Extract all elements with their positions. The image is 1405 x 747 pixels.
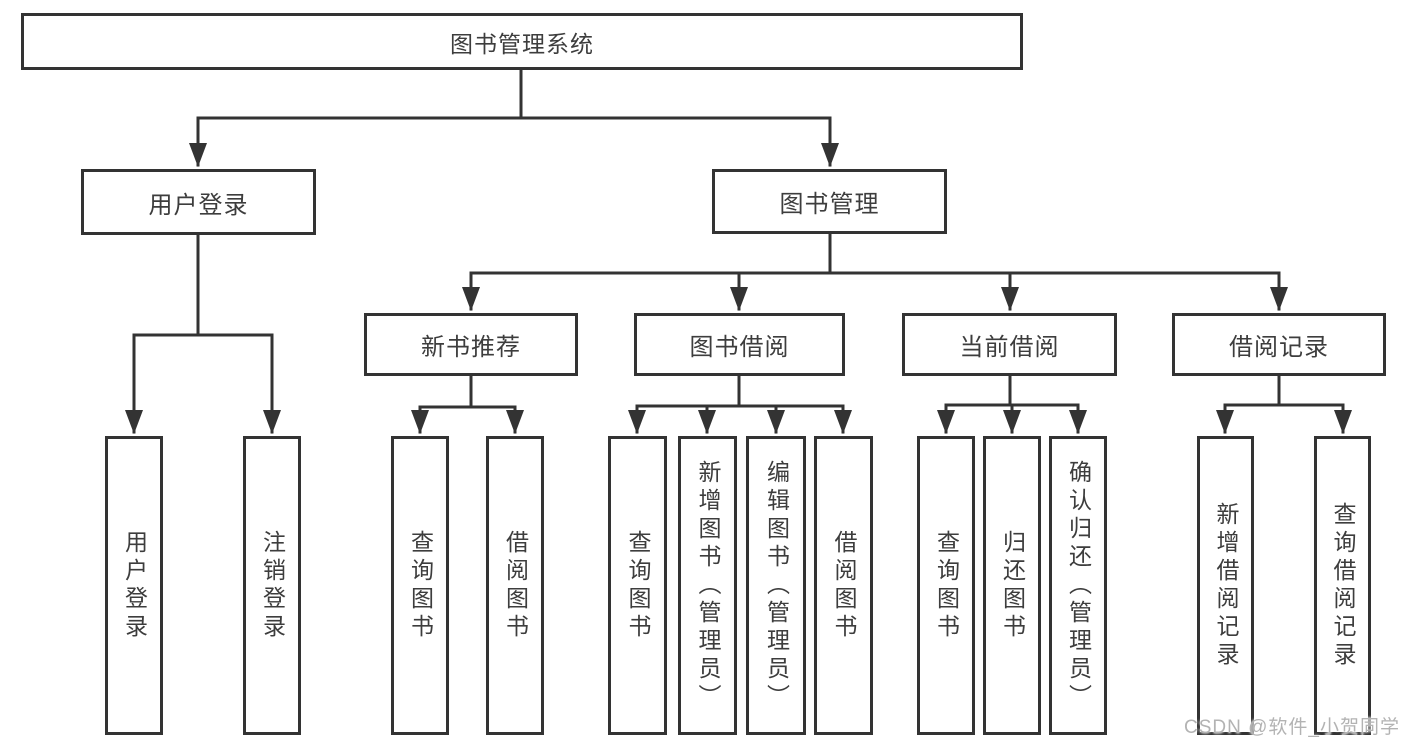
leaf-label: 新增图书（管理员） bbox=[695, 459, 721, 712]
leaf-add-books-admin: 新增图书（管理员） bbox=[678, 436, 737, 735]
node-label: 图书管理 bbox=[779, 191, 880, 218]
leaf-user-login: 用户登录 bbox=[105, 436, 163, 735]
leaf-label: 注销登录 bbox=[259, 529, 286, 642]
leaf-label: 借阅图书 bbox=[831, 529, 857, 642]
leaf-logout: 注销登录 bbox=[243, 436, 301, 735]
node-user-login: 用户登录 bbox=[81, 169, 316, 235]
leaf-confirm-return-admin: 确认归还（管理员） bbox=[1049, 436, 1107, 735]
leaf-query-borrow-record: 查询借阅记录 bbox=[1314, 436, 1371, 735]
node-label: 新书推荐 bbox=[421, 334, 521, 361]
leaf-add-borrow-record: 新增借阅记录 bbox=[1197, 436, 1254, 735]
node-label: 当前借阅 bbox=[959, 334, 1060, 361]
leaf-label: 编辑图书（管理员） bbox=[763, 459, 790, 712]
node-label: 图书管理系统 bbox=[450, 30, 594, 57]
node-label: 用户登录 bbox=[148, 191, 249, 219]
node-borrowing-records: 借阅记录 bbox=[1172, 313, 1386, 376]
leaf-label: 确认归还（管理员） bbox=[1065, 459, 1092, 712]
leaf-return-books: 归还图书 bbox=[983, 436, 1041, 735]
leaf-query-books: 查询图书 bbox=[917, 436, 975, 735]
leaf-label: 新增借阅记录 bbox=[1213, 501, 1239, 670]
leaf-edit-books-admin: 编辑图书（管理员） bbox=[746, 436, 806, 735]
leaf-borrow-books: 借阅图书 bbox=[486, 436, 544, 735]
node-label: 借阅记录 bbox=[1229, 334, 1329, 361]
node-current-borrowing: 当前借阅 bbox=[902, 313, 1117, 376]
leaf-query-books: 查询图书 bbox=[391, 436, 449, 735]
node-label: 图书借阅 bbox=[689, 334, 790, 361]
watermark: CSDN @软件_小贺同学 bbox=[1184, 717, 1400, 738]
node-library-management-system: 图书管理系统 bbox=[21, 13, 1023, 70]
leaf-label: 查询图书 bbox=[407, 529, 434, 642]
leaf-label: 归还图书 bbox=[999, 529, 1026, 642]
node-book-borrowing: 图书借阅 bbox=[634, 313, 845, 376]
node-book-management: 图书管理 bbox=[712, 169, 947, 234]
leaf-label: 查询借阅记录 bbox=[1330, 501, 1356, 670]
leaf-label: 借阅图书 bbox=[502, 529, 529, 642]
leaf-borrow-books: 借阅图书 bbox=[814, 436, 873, 735]
leaf-query-books: 查询图书 bbox=[608, 436, 667, 735]
leaf-label: 查询图书 bbox=[933, 529, 960, 642]
leaf-label: 查询图书 bbox=[625, 529, 651, 642]
node-new-book-recommendation: 新书推荐 bbox=[364, 313, 578, 376]
leaf-label: 用户登录 bbox=[121, 529, 148, 642]
